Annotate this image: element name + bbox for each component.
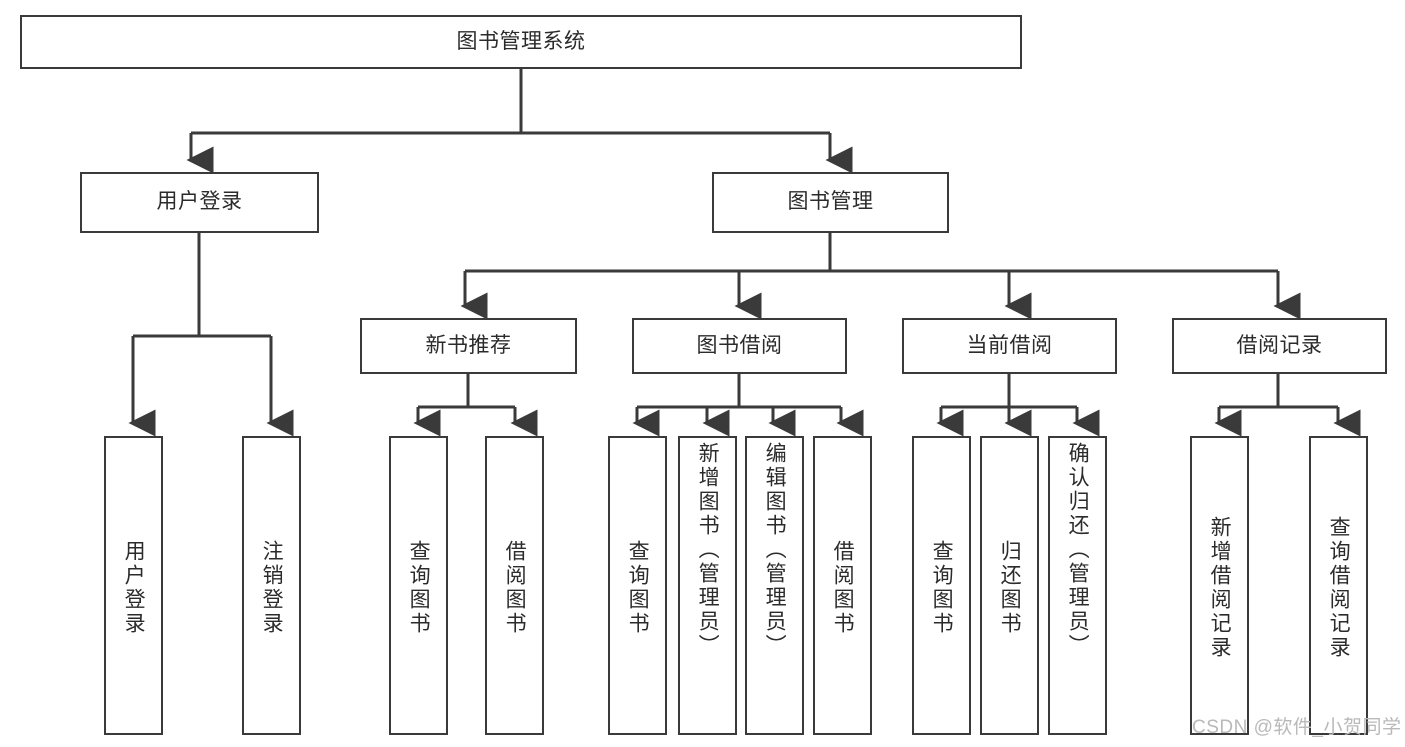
leaf-add-borrow-record[interactable]: 新增借阅记录 <box>1190 436 1249 735</box>
watermark: CSDN @软件_小贺同学 <box>1192 717 1402 738</box>
leaf-user-login-label: 用户登录 <box>122 539 146 636</box>
leaf-edit-book-label: 编辑图书（管理员） <box>763 442 787 658</box>
node-new-book-recommend-label: 新书推荐 <box>425 333 512 357</box>
node-user-login-label: 用户登录 <box>156 190 243 214</box>
leaf-query-book-recommend[interactable]: 查询图书 <box>389 436 448 735</box>
leaf-query-borrow-record-label: 查询借阅记录 <box>1327 515 1351 660</box>
leaf-edit-book[interactable]: 编辑图书（管理员） <box>745 436 804 735</box>
leaf-add-book[interactable]: 新增图书（管理员） <box>678 436 737 735</box>
leaf-add-borrow-record-label: 新增借阅记录 <box>1208 515 1232 660</box>
node-book-manage[interactable]: 图书管理 <box>712 172 949 233</box>
node-root-label: 图书管理系统 <box>456 29 586 53</box>
node-root[interactable]: 图书管理系统 <box>20 15 1022 69</box>
node-current-borrow[interactable]: 当前借阅 <box>902 318 1117 374</box>
leaf-query-book-recommend-label: 查询图书 <box>407 539 431 636</box>
node-book-borrow-label: 图书借阅 <box>696 333 783 357</box>
leaf-query-book-current[interactable]: 查询图书 <box>912 436 971 735</box>
leaf-query-book-borrow-label: 查询图书 <box>626 539 650 636</box>
leaf-borrow-book-recommend-label: 借阅图书 <box>503 539 527 636</box>
node-user-login[interactable]: 用户登录 <box>80 172 319 233</box>
leaf-query-book-current-label: 查询图书 <box>930 539 954 636</box>
leaf-query-book-borrow[interactable]: 查询图书 <box>608 436 667 735</box>
leaf-confirm-return-label: 确认归还（管理员） <box>1066 442 1090 658</box>
leaf-return-book-label: 归还图书 <box>998 539 1022 636</box>
leaf-query-borrow-record[interactable]: 查询借阅记录 <box>1309 436 1368 735</box>
node-new-book-recommend[interactable]: 新书推荐 <box>360 318 577 374</box>
leaf-borrow-book-label: 借阅图书 <box>831 539 855 636</box>
leaf-add-book-label: 新增图书（管理员） <box>696 442 720 658</box>
leaf-borrow-book[interactable]: 借阅图书 <box>813 436 872 735</box>
leaf-logout-label: 注销登录 <box>260 539 284 636</box>
leaf-confirm-return[interactable]: 确认归还（管理员） <box>1048 436 1107 735</box>
node-book-manage-label: 图书管理 <box>787 190 874 214</box>
leaf-logout[interactable]: 注销登录 <box>242 436 301 735</box>
node-borrow-record-label: 借阅记录 <box>1236 333 1323 357</box>
node-current-borrow-label: 当前借阅 <box>966 333 1053 357</box>
leaf-user-login[interactable]: 用户登录 <box>104 436 163 735</box>
leaf-return-book[interactable]: 归还图书 <box>980 436 1039 735</box>
node-borrow-record[interactable]: 借阅记录 <box>1172 318 1387 374</box>
leaf-borrow-book-recommend[interactable]: 借阅图书 <box>485 436 544 735</box>
node-book-borrow[interactable]: 图书借阅 <box>632 318 847 374</box>
